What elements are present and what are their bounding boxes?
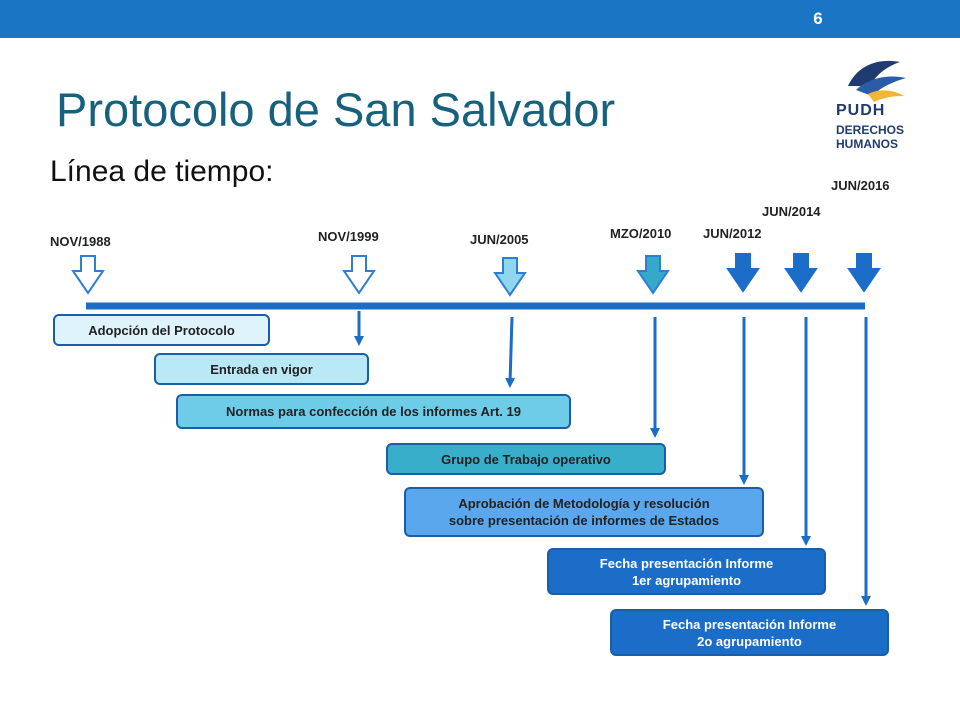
date-arrow-2016-icon [847,253,881,293]
date-arrow-1999-icon [342,255,376,295]
logo-text-pudh: PUDH [836,102,886,119]
date-arrow-2005-icon [493,257,527,297]
date-label-2014: JUN/2014 [762,204,821,219]
event-box-normas: Normas para confección de los informes A… [176,394,571,429]
date-label-1999: NOV/1999 [318,229,379,244]
event-label-line1: Fecha presentación Informe [599,555,774,571]
date-arrow-2012-icon [726,253,760,293]
date-label-1988: NOV/1988 [50,234,111,249]
event-box-adopcion: Adopción del Protocolo [53,314,270,346]
page-title: Protocolo de San Salvador [56,83,616,136]
event-box-informe-2o-agrupamiento: Fecha presentación Informe 2o agrupamien… [610,609,889,656]
event-label-line2: sobre presentación de informes de Estado… [448,513,720,528]
event-label: Adopción del Protocolo [88,322,235,338]
logo-text-derechos: DERECHOS [836,123,905,137]
logo-text-humanos: HUMANOS [836,137,898,151]
event-box-aprobacion-metodologia: Aprobación de Metodología y resolución s… [404,487,764,537]
event-label-line2: 1er agrupamiento [631,572,742,588]
date-label-2005: JUN/2005 [470,232,529,247]
date-label-2010: MZO/2010 [610,226,672,241]
bird-logo-icon [848,60,906,102]
event-label-line1: Aprobación de Metodología y resolución [458,496,710,511]
event-label: Grupo de Trabajo operativo [441,451,611,467]
slide-number: 6 [813,9,823,28]
top-bar [0,0,960,38]
connector-2005 [505,316,516,388]
event-box-entrada-vigor: Entrada en vigor [154,353,369,385]
date-arrow-2010-icon [636,255,670,295]
date-arrow-1988-icon [71,255,105,295]
date-arrow-2014-icon [784,253,818,293]
event-box-informe-1er-agrupamiento: Fecha presentación Informe 1er agrupamie… [547,548,826,595]
date-label-2012: JUN/2012 [703,226,762,241]
event-label: Entrada en vigor [210,361,313,377]
event-box-grupo-trabajo: Grupo de Trabajo operativo [386,443,666,475]
pudh-logo: PUDH DERECHOS HUMANOS [828,56,910,176]
date-label-2016: JUN/2016 [831,178,890,193]
page-subtitle: Línea de tiempo: [50,155,274,188]
event-label-line2: 2o agrupamiento [697,633,802,649]
event-label-line1: Fecha presentación Informe [662,616,837,632]
event-label: Normas para confección de los informes A… [226,404,521,419]
